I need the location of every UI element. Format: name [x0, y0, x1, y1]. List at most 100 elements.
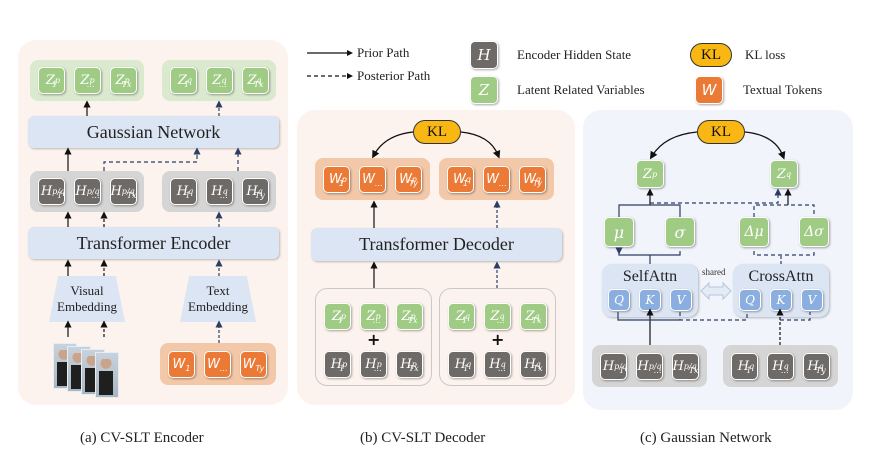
token-symbol: H: [40, 184, 53, 199]
token-superscript: q: [221, 76, 227, 85]
token-superscript: p: [54, 76, 61, 85]
transformer-encoder-label: Transformer Encoder: [76, 232, 231, 253]
token-symbol: W: [328, 171, 342, 187]
gaussian-network-block: Gaussian Network: [28, 116, 279, 148]
token-subscript: 1: [746, 365, 752, 375]
token-superscript: p/q: [121, 187, 135, 196]
token-superscript: q: [785, 169, 792, 179]
token-superscript: q: [256, 76, 262, 85]
token-subscript: 1: [462, 178, 469, 188]
sigma-symbol: σ: [674, 222, 686, 242]
shared-double-arrow-icon: [700, 281, 732, 301]
visual-embedding-line1: Visual: [70, 283, 104, 299]
text-embedding-line1: Text: [206, 283, 230, 299]
token-symbol: Z: [247, 73, 257, 88]
token-subscript: …: [218, 80, 227, 89]
token-subscript: Tx: [688, 365, 699, 375]
mu-symbol: μ: [613, 222, 625, 242]
token-subscript: 1: [57, 191, 63, 200]
token-symbol: H: [110, 184, 122, 199]
transformer-encoder-block: Transformer Encoder: [28, 227, 279, 259]
token: W…: [204, 350, 231, 378]
token-subscript: …: [496, 315, 505, 325]
token-symbol: H: [246, 184, 258, 199]
legend-z-label: Latent Related Variables: [517, 82, 645, 97]
token-superscript: p: [411, 359, 417, 369]
token-subscript: …: [219, 191, 228, 200]
token-superscript: p/q: [52, 187, 66, 196]
token-subscript: …: [372, 315, 381, 325]
caption-decoder: (b) CV-SLT Decoder: [360, 430, 486, 446]
legend-kl-symbol: KL: [701, 46, 721, 63]
qkv-v-token: V: [801, 289, 823, 311]
token-superscript: p: [340, 311, 347, 321]
token-subscript: 1: [184, 80, 190, 89]
token-symbol: W: [452, 171, 466, 187]
token-subscript: Tx: [532, 363, 543, 373]
token-symbol: W: [486, 171, 499, 187]
qkv-v-token: V: [670, 289, 692, 311]
token-superscript: q: [464, 311, 471, 321]
token-symbol: Z: [331, 308, 341, 324]
token-subscript: Tx: [531, 315, 542, 325]
visual-embedding-line2: Embedding: [57, 299, 117, 314]
token-symbol: Z: [177, 73, 187, 88]
token-symbol: H: [365, 356, 377, 372]
token-superscript: q: [749, 361, 755, 371]
caption-encoder: (a) CV-SLT Encoder: [80, 430, 204, 446]
gaussian-kl-label: KL: [711, 123, 731, 140]
token-symbol: H: [75, 184, 87, 199]
mu-token: μ: [604, 217, 634, 247]
token-superscript: p: [376, 359, 382, 369]
token-subscript: Ty: [255, 363, 265, 373]
token-superscript: q: [535, 174, 541, 184]
token-symbol: Z: [642, 166, 652, 182]
token-superscript: p: [651, 169, 658, 179]
token-symbol: Z: [115, 73, 125, 88]
token-symbol: H: [400, 356, 412, 372]
token-subscript: Ty: [815, 365, 826, 375]
token-symbol: W: [362, 171, 375, 187]
token-symbol: H: [772, 358, 784, 374]
token-symbol: H: [524, 356, 536, 372]
token-symbol: Z: [212, 73, 222, 88]
token-superscript: q: [466, 359, 472, 369]
token-symbol: Z: [80, 73, 90, 88]
token-symbol: H: [211, 184, 223, 199]
legend-kl-icon: KL: [690, 43, 732, 67]
token-subscript: Tx: [253, 80, 264, 89]
sigma-token: σ: [665, 217, 695, 247]
encoder-arrows: [64, 100, 242, 343]
token-subscript: Tx: [407, 315, 418, 325]
token-subscript: 1: [463, 363, 469, 373]
token-subscript: …: [653, 365, 662, 375]
token-symbol: Z: [401, 308, 411, 324]
legend-w-label: Textual Tokens: [743, 82, 823, 97]
